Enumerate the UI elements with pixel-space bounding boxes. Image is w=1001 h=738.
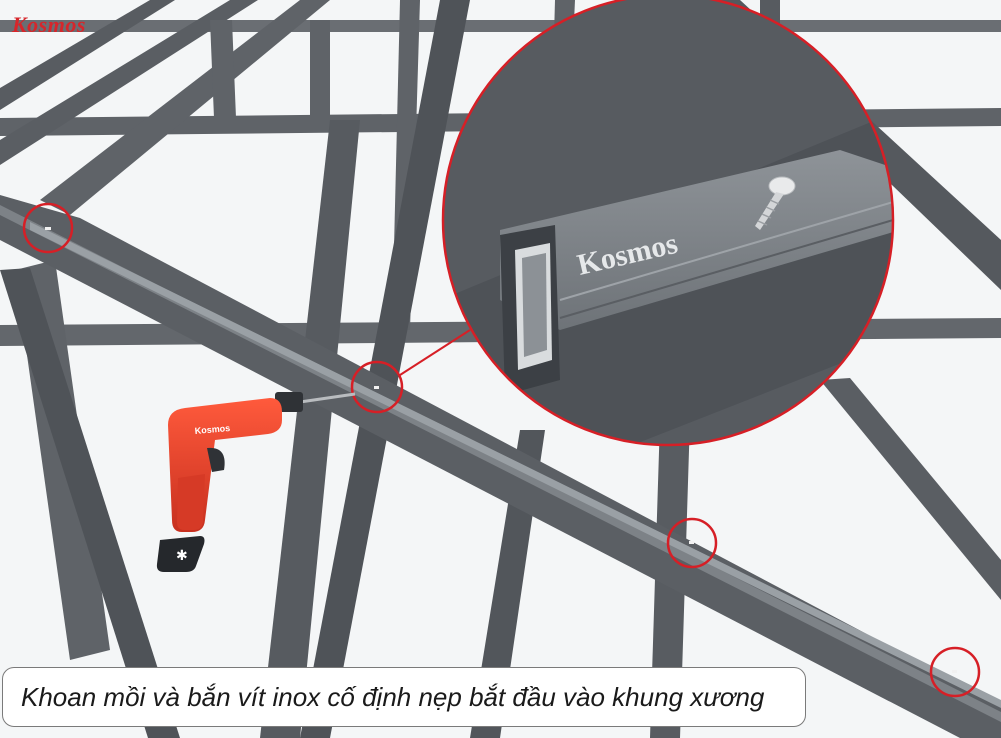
caption-text: Khoan mồi và bắn vít inox cố định nẹp bắ… (21, 681, 765, 712)
drill-icon: ✱ Kosmos (156, 392, 356, 572)
zoom-detail: Kosmos (441, 0, 895, 447)
fixing-point-highlights (22, 202, 981, 698)
screw-icon (755, 176, 796, 230)
main-rafter (0, 195, 1001, 738)
drill-brand-label: Kosmos (194, 423, 230, 436)
brand-logo: Kosmos (12, 12, 86, 38)
caption-box: Khoan mồi và bắn vít inox cố định nẹp bắ… (2, 667, 806, 727)
fixing-point-1 (22, 202, 74, 254)
brand-logo-text: Kosmos (12, 12, 86, 37)
fixing-point-3 (666, 517, 718, 569)
fixing-point-4 (929, 646, 981, 698)
fixing-point-2 (350, 360, 404, 414)
kosmos-profile (500, 150, 893, 330)
screw-marks (45, 227, 957, 673)
svg-text:✱: ✱ (176, 548, 188, 564)
zoom-connector (399, 329, 471, 376)
